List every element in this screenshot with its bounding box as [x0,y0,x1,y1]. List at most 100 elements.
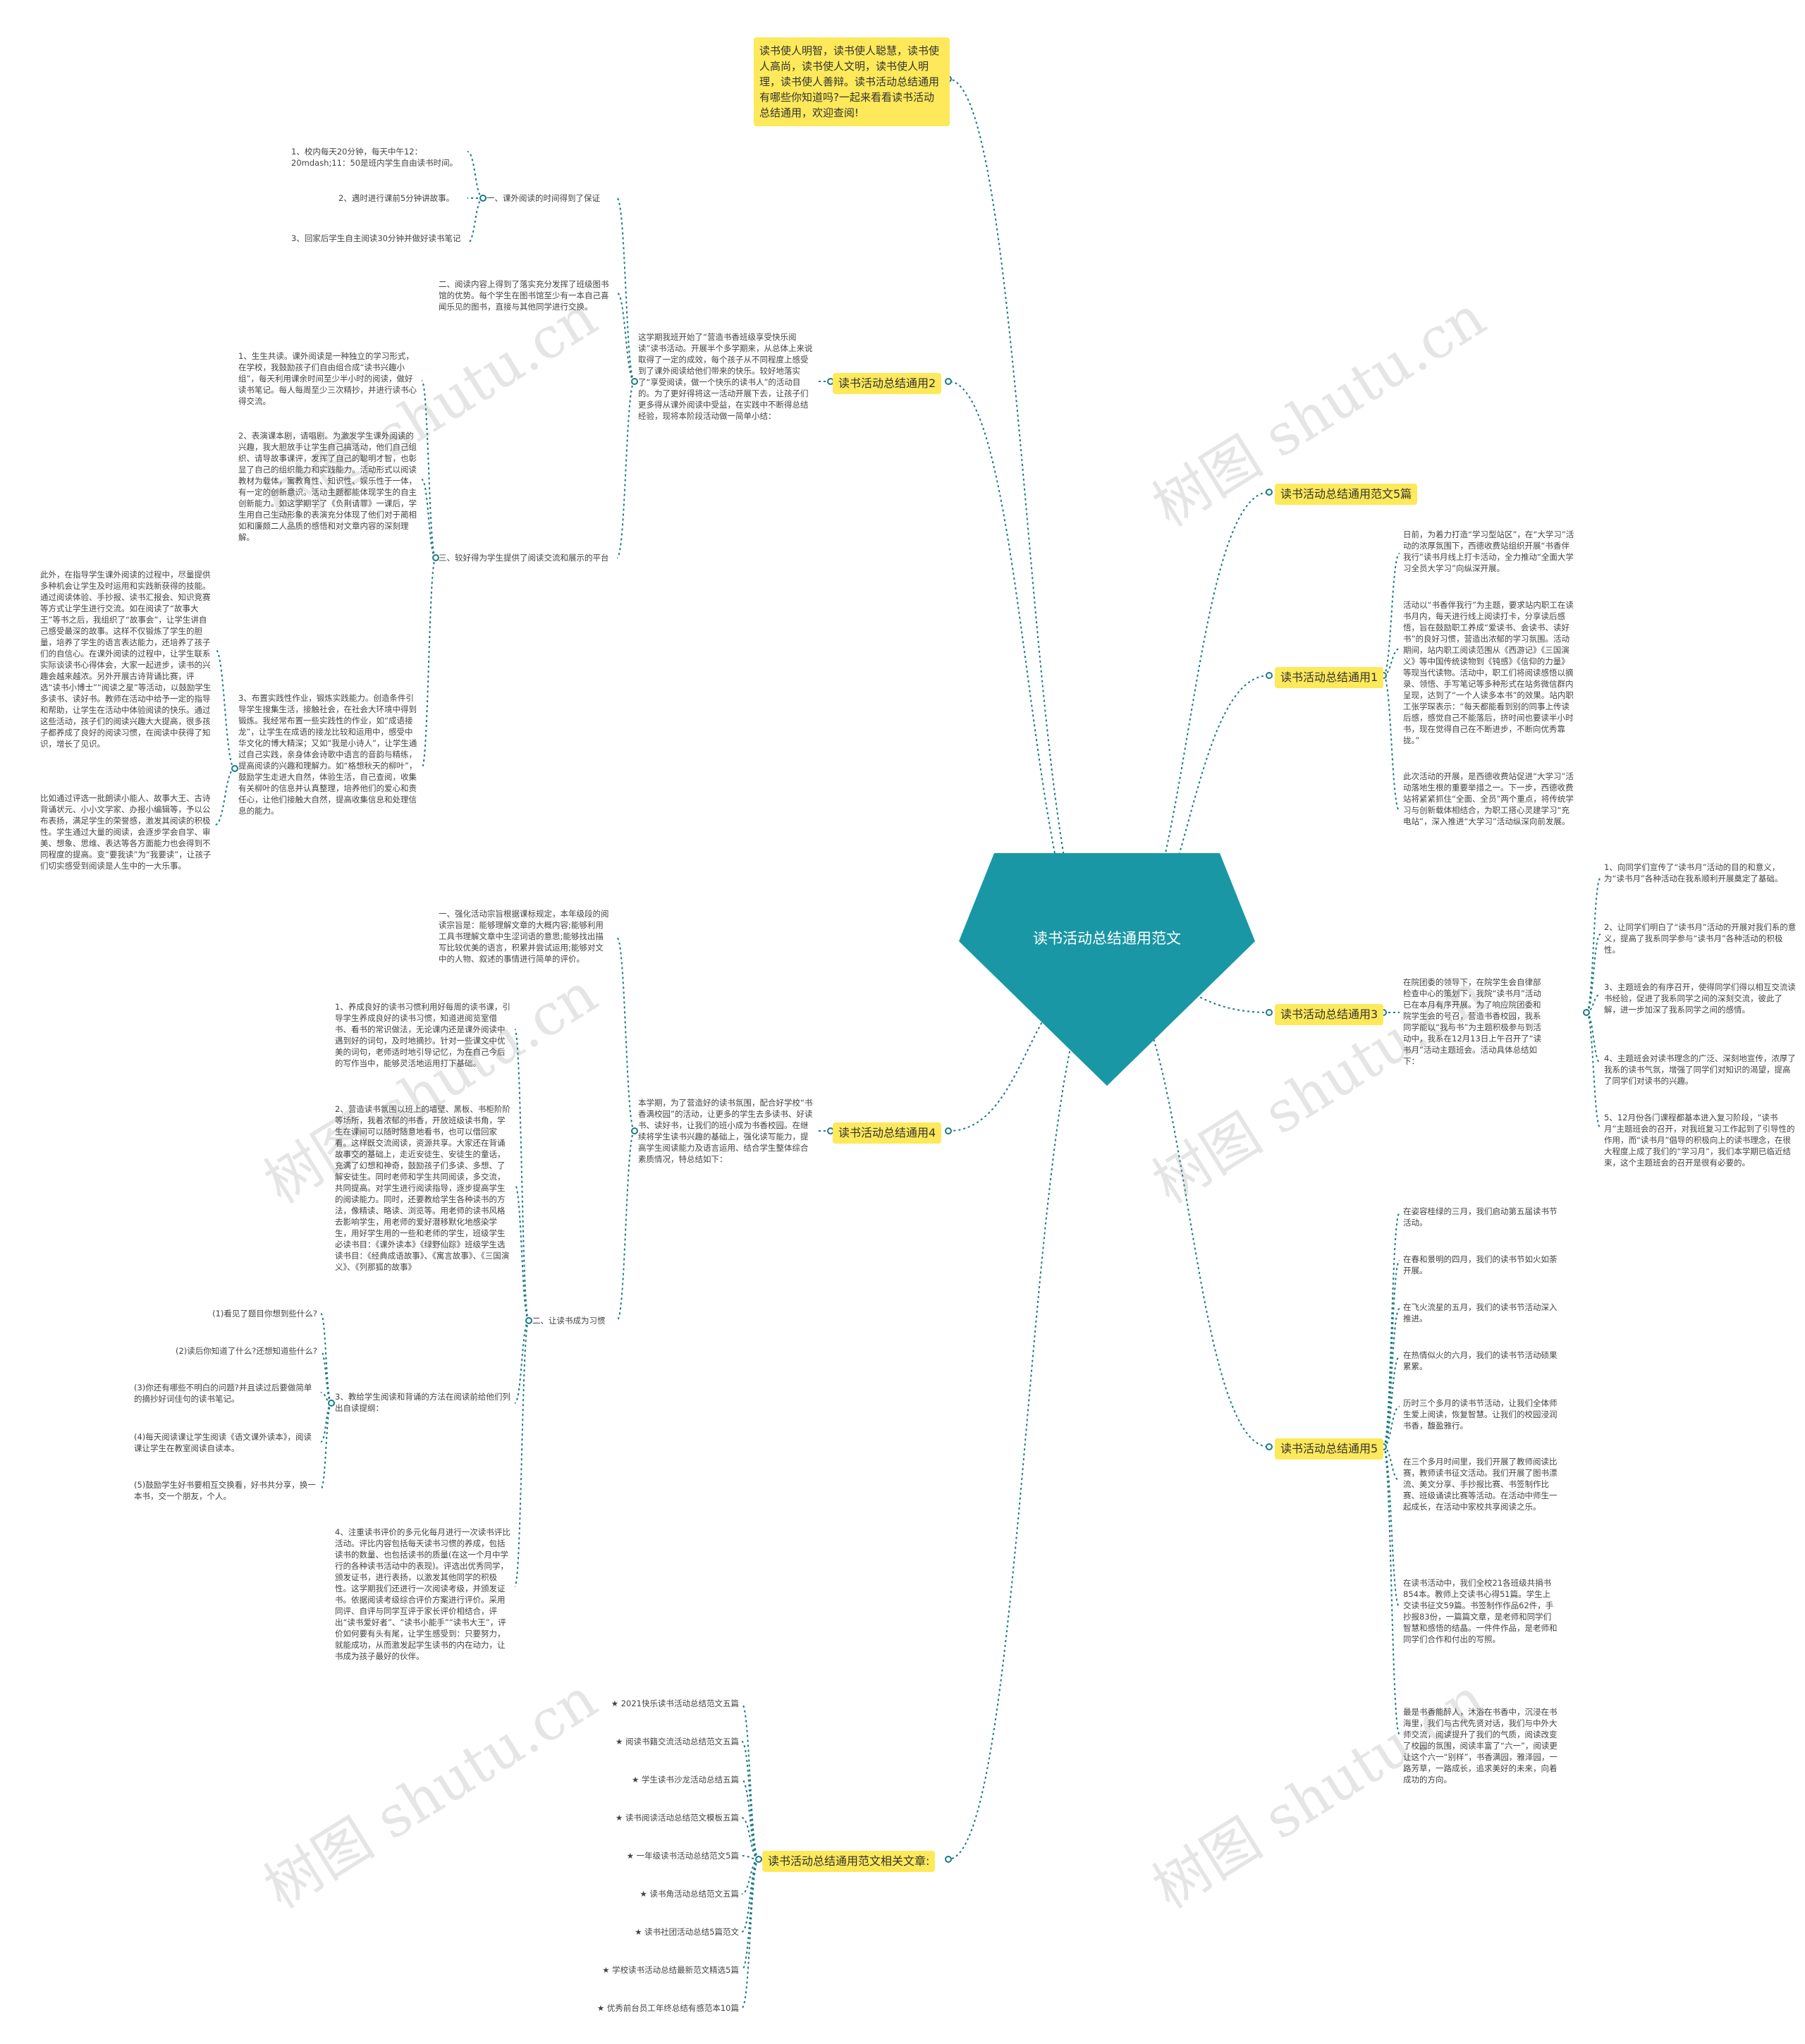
connector [616,1130,635,1321]
connector [741,1703,759,1860]
connector [214,648,235,769]
connector [1586,1012,1601,1064]
b4-s2-3-item-5: (5)鼓励学生好书要相互交换看，好书共分享，换一本书，交一个朋友，个人。 [134,1480,316,1501]
b2-s3-extra-1: 此外，在指导学生课外阅读的过程中，尽量提供多种机会让学生及时运用和实践新获得的技… [40,570,212,749]
b1-text-2: 活动以“书香伴我行”为主题，要求站内职工在读书月内，每天进行线上阅读打卡，分享读… [1403,600,1574,745]
connector [421,380,436,558]
connector-dot [631,1127,638,1134]
center-node[interactable]: 读书活动总结通用范文 [959,853,1255,1086]
b2-summary: 这学期我班开始了“营造书香班级享受快乐阅读”读书活动。开展半个多学期来，从总体上… [638,332,813,421]
connector [616,937,635,1132]
b5-item-6: 在三个多月时间里，我们开展了教师阅读比赛，教师读书征文活动。我们开展了图书漂流、… [1403,1457,1558,1512]
branch-b4[interactable]: 读书活动总结通用4 [833,1122,942,1144]
related-link-6[interactable]: ★ 读书角活动总结范文五篇 [640,1889,739,1899]
related-link-3[interactable]: ★ 学生读书沙龙活动总结五篇 [632,1775,739,1785]
branch-b1[interactable]: 读书活动总结通用1 [1275,667,1384,688]
b5-item-1: 在姿容桂绿的三月，我们启动第五届读书节活动。 [1403,1206,1558,1228]
connector [320,1402,332,1490]
connector-dot [1266,489,1273,496]
b2-s1-item-2: 2、遇时进行课前5分钟讲故事。 [338,193,455,203]
connector [514,1320,530,1404]
connector [741,1859,759,1971]
connector-dot [328,1400,335,1407]
b5-item-3: 在飞火流星的五月，我们的读书节活动深入推进。 [1403,1302,1558,1323]
related-link-2[interactable]: ★ 阅读书籍交流活动总结范文五篇 [616,1737,739,1746]
b1-text-3: 此次活动的开展，是西德收费站促进“大学习”活动落地生根的重要举措之一。下一步，西… [1403,771,1574,826]
b4-s2-3-item-1: (1)看见了题目你想到些什么? [212,1309,317,1318]
connector [1383,553,1400,676]
connector [1383,1356,1400,1448]
b2-s1: 一、课外阅读的时间得到了保证 [487,193,600,203]
b5-item-2: 在春和景明的四月，我们的读书节如火如荼开展。 [1403,1254,1558,1275]
b1-text-1: 日前，为着力打造“学习型站区”，在“大学习”活动的浓厚氛围下，西德收费站组织开展… [1403,530,1574,573]
connector [1383,1212,1400,1448]
branch-b3[interactable]: 读书活动总结通用3 [1275,1004,1384,1025]
b3-item-1: 1、向同学们宣传了“读书月”活动的目的和意义，为“读书月”各种活动在我系顺利开展… [1604,862,1783,883]
b4-s2-item-4: 4、注重读书评价的多元化每月进行一次读书评比活动。评比内容包括每天读书习惯的养成… [335,1527,510,1661]
connector-dot [945,1856,952,1863]
connector [467,151,484,199]
related-link-1[interactable]: ★ 2021快乐读书活动总结范文五篇 [611,1699,739,1708]
b4-s1: 一、强化活动宗旨根据课标规定，本年级段的阅读宗旨是：能够理解文章的大概内容;能够… [439,909,609,964]
b2-s3-item-3: 3、布置实践性作业，锻炼实践能力。创造条件引导学生搜集生活，接触社会，在社会大环… [238,693,417,816]
b4-s2-3-item-2: (2)读后你知道了什么?还想知道些什么? [176,1346,317,1356]
related-link-5[interactable]: ★ 一年级读书活动总结范文5篇 [626,1851,739,1861]
b2-s3-extra-2: 比如通过评选一批朗读小能人、故事大王、古诗背诵状元、小小文学家、办报小编辑等，予… [40,793,212,871]
connector [514,1320,530,1587]
connector [1383,1446,1400,1608]
connector-dot [1266,1443,1273,1450]
connector [1586,1012,1601,1129]
connector-dot [1266,1009,1273,1016]
b4-s2-item-1: 1、养成良好的读书习惯利用好每周的读书课，引导学生养成良好的读书习惯，知道进阅览… [335,1002,510,1068]
connector [741,1779,759,1860]
connector [514,1184,530,1321]
connector [948,969,1108,1860]
branch-b5t[interactable]: 读书活动总结通用范文5篇 [1275,484,1418,505]
connector-dot [525,1317,532,1324]
b5-item-8: 最是书香能醉人，沐浴在书香中，沉浸在书海里，我们与古代先贤对话，我们与中外大师交… [1403,1707,1558,1785]
connector [948,78,1108,970]
branch-b5[interactable]: 读书活动总结通用5 [1275,1438,1384,1459]
connector-dot [945,378,952,385]
b2-s3-item-2: 2、表演课本剧，请唱剧。为激发学生课外阅读的兴趣，我大胆放手让学生自己搞活动，他… [238,431,417,542]
intro-node[interactable]: 读书使人明智，读书使人聪慧，读书使人高尚，读书使人文明，读书使人明理，读书使人善… [754,37,950,126]
connector [1383,1260,1400,1448]
connector [948,381,1108,970]
connector [1383,675,1400,812]
connector-dot [631,378,638,385]
connector [741,1859,759,1895]
b4-s2-item-3: 3、教给学生阅读和背诵的方法在阅读前给他们列出自读提纲： [335,1392,510,1413]
connector [616,381,635,558]
b5-item-5: 历时三个多月的读书节活动，让我们全体师生爱上阅读，恢复智慧。让我们的校园浸润书香… [1403,1398,1558,1431]
connector [1383,1308,1400,1448]
branch-b2[interactable]: 读书活动总结通用2 [833,373,942,394]
b3-item-4: 4、主题班会对读书理念的广泛、深刻地宣传，浓厚了我系的读书气氛，增强了同学们对知… [1604,1053,1796,1086]
connector-dot [1266,672,1273,679]
connector-dot [945,1127,952,1134]
center-title: 读书活动总结通用范文 [1033,930,1181,947]
center-shape [959,853,1255,1086]
connector [467,197,484,244]
b2-s1-item-3: 3、回家后学生自主阅读30分钟并做好读书笔记 [291,233,461,243]
b3-item-3: 3、主题班会的有序召开，使得同学们得以相互交流读书经验，促进了我系同学之间的深刻… [1604,982,1796,1015]
connector-dot [479,195,487,202]
b4-s2-3-item-4: (4)每天阅读课让学生阅读《语文课外读本》，阅读课让学生在教室阅读自读本。 [134,1432,312,1453]
connector-dot [1583,1009,1590,1016]
branch-rel[interactable]: 读书活动总结通用范文相关文章: [762,1851,936,1872]
connector [741,1859,759,1933]
connector [741,1859,759,2009]
connector [1383,1446,1400,1735]
b5-item-4: 在热情似火的六月，我们的读书节活动硕果累累。 [1403,1350,1558,1371]
b5-item-7: 在读书活动中，我们全校21各班级共捐书854本。教师上交读书心得51篇。学生上交… [1403,1578,1558,1644]
related-link-7[interactable]: ★ 读书社团活动总结5篇范文 [635,1927,739,1937]
connector [320,1313,332,1404]
b2-s2: 二、阅读内容上得到了落实充分发挥了班级图书馆的优势。每个学生在图书馆至少有一本自… [439,279,609,312]
b2-s1-item-1: 1、校内每天20分钟，每天中午12：20mdash;11：50是班内学生自由读书… [291,147,458,168]
related-link-4[interactable]: ★ 读书阅读活动总结范文模板五篇 [616,1813,739,1823]
related-link-9[interactable]: ★ 优秀前台员工年终总结有感范本10篇 [596,2003,739,2013]
connector [421,557,436,769]
b2-s3-item-1: 1、生生共读。课外阅读是一种独立的学习形式，在学校，我鼓励孩子们自由组合成“读书… [238,351,417,406]
related-link-8[interactable]: ★ 学校读书活动总结最新范文精选5篇 [602,1965,739,1975]
b4-s2-item-2: 2、营造读书氛围以班上的墙壁、黑板、书柜阶阶等场所，我着浓郁的书香，开放班级读书… [335,1104,510,1272]
b3-item-2: 2、让同学们明白了“读书月”活动的开展对我们系的意义，提高了我系同学参与“读书月… [1604,922,1797,955]
